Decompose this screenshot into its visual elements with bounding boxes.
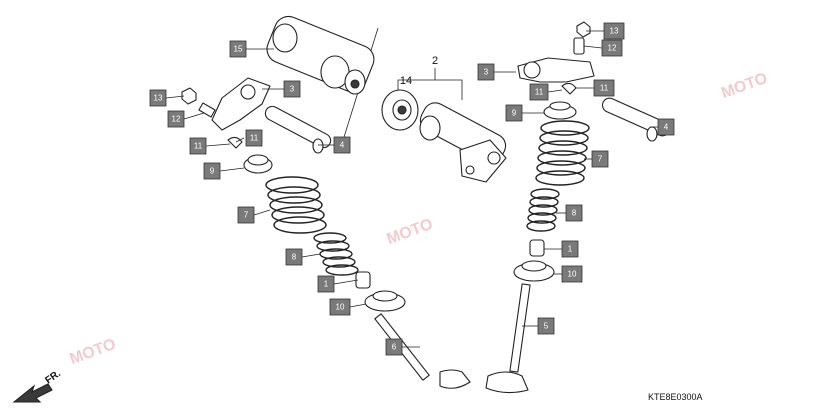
inner-spring-left	[313, 232, 359, 276]
svg-text:3: 3	[484, 68, 489, 77]
spring-seat-left	[364, 290, 406, 312]
svg-text:13: 13	[610, 27, 619, 36]
watermark-3: MOTO	[67, 336, 118, 368]
watermark-1: MOTO	[719, 70, 770, 102]
callout-11: 11	[529, 83, 549, 101]
spring-seat-right	[513, 260, 555, 282]
callout-7: 7	[237, 206, 255, 224]
svg-text:5: 5	[544, 322, 549, 331]
callout-10: 10	[329, 298, 351, 316]
svg-text:3: 3	[290, 85, 295, 94]
sub-label: 14	[400, 75, 412, 87]
leader-lines	[165, 30, 658, 348]
svg-text:11: 11	[250, 134, 259, 143]
callout-15: 15	[229, 40, 247, 58]
svg-text:10: 10	[568, 270, 577, 279]
front-arrow: FR.	[12, 368, 63, 403]
svg-text:1: 1	[324, 280, 329, 289]
callout-1: 1	[561, 240, 579, 258]
group-label: 2	[432, 55, 438, 67]
callout-9: 9	[203, 162, 221, 180]
front-label: FR.	[43, 368, 63, 386]
svg-text:11: 11	[535, 88, 544, 97]
callout-13: 13	[603, 22, 625, 40]
rocker-shaft-left	[264, 105, 332, 154]
cotter-left	[227, 136, 243, 149]
svg-text:4: 4	[664, 123, 669, 132]
adjuster-screw-right	[573, 37, 585, 55]
retainer-left	[243, 154, 273, 174]
diagram-code: KTE8E0300A	[648, 392, 703, 402]
callout-3: 3	[477, 63, 495, 81]
callout-9: 9	[505, 104, 523, 122]
rocker-shaft-right	[601, 97, 671, 142]
svg-text:11: 11	[194, 142, 203, 151]
retainer-right	[543, 101, 577, 120]
svg-text:13: 13	[154, 94, 163, 103]
stem-seal-right	[529, 239, 545, 257]
callout-11: 11	[593, 79, 615, 97]
callout-13: 13	[149, 89, 167, 107]
callout-12: 12	[167, 110, 185, 128]
callout-4: 4	[333, 136, 351, 154]
cotter-right	[561, 82, 577, 95]
svg-text:1: 1	[568, 245, 573, 254]
svg-text:8: 8	[572, 209, 577, 218]
callout-8: 8	[565, 204, 583, 222]
callout-11: 11	[189, 137, 207, 155]
svg-text:6: 6	[392, 343, 397, 352]
rocker-arm-left	[211, 77, 271, 131]
callout-1: 1	[317, 275, 335, 293]
callout-6: 6	[385, 338, 403, 356]
stem-seal-left	[355, 271, 371, 289]
valve-right	[485, 283, 531, 394]
svg-text:9: 9	[210, 167, 215, 176]
group-bracket	[397, 68, 463, 100]
inner-spring-right	[526, 188, 560, 232]
camshaft-left	[266, 15, 375, 95]
callout-12: 12	[601, 39, 623, 57]
svg-text:9: 9	[512, 109, 517, 118]
svg-text:12: 12	[608, 44, 617, 53]
svg-text:8: 8	[292, 253, 297, 262]
svg-text:7: 7	[244, 211, 249, 220]
adjuster-screw-left	[198, 102, 216, 118]
callout-8: 8	[285, 248, 303, 266]
svg-text:12: 12	[172, 115, 181, 124]
callout-11: 11	[245, 129, 263, 147]
rocker-arm-right	[517, 57, 595, 83]
callout-10: 10	[561, 265, 583, 283]
svg-text:11: 11	[600, 84, 609, 93]
callout-4: 4	[657, 118, 675, 136]
bearing-center	[381, 89, 419, 131]
svg-text:4: 4	[340, 141, 345, 150]
callout-3: 3	[283, 80, 301, 98]
callout-5: 5	[537, 317, 555, 335]
camshaft-center	[419, 102, 507, 183]
nut-left	[181, 87, 197, 105]
watermark-2: MOTO	[384, 216, 435, 248]
outer-spring-left	[265, 176, 327, 234]
outer-spring-right	[535, 120, 590, 186]
svg-text:15: 15	[234, 45, 243, 54]
callout-7: 7	[591, 150, 609, 168]
svg-text:10: 10	[336, 303, 345, 312]
nut-right	[576, 21, 591, 38]
svg-text:7: 7	[598, 155, 603, 164]
